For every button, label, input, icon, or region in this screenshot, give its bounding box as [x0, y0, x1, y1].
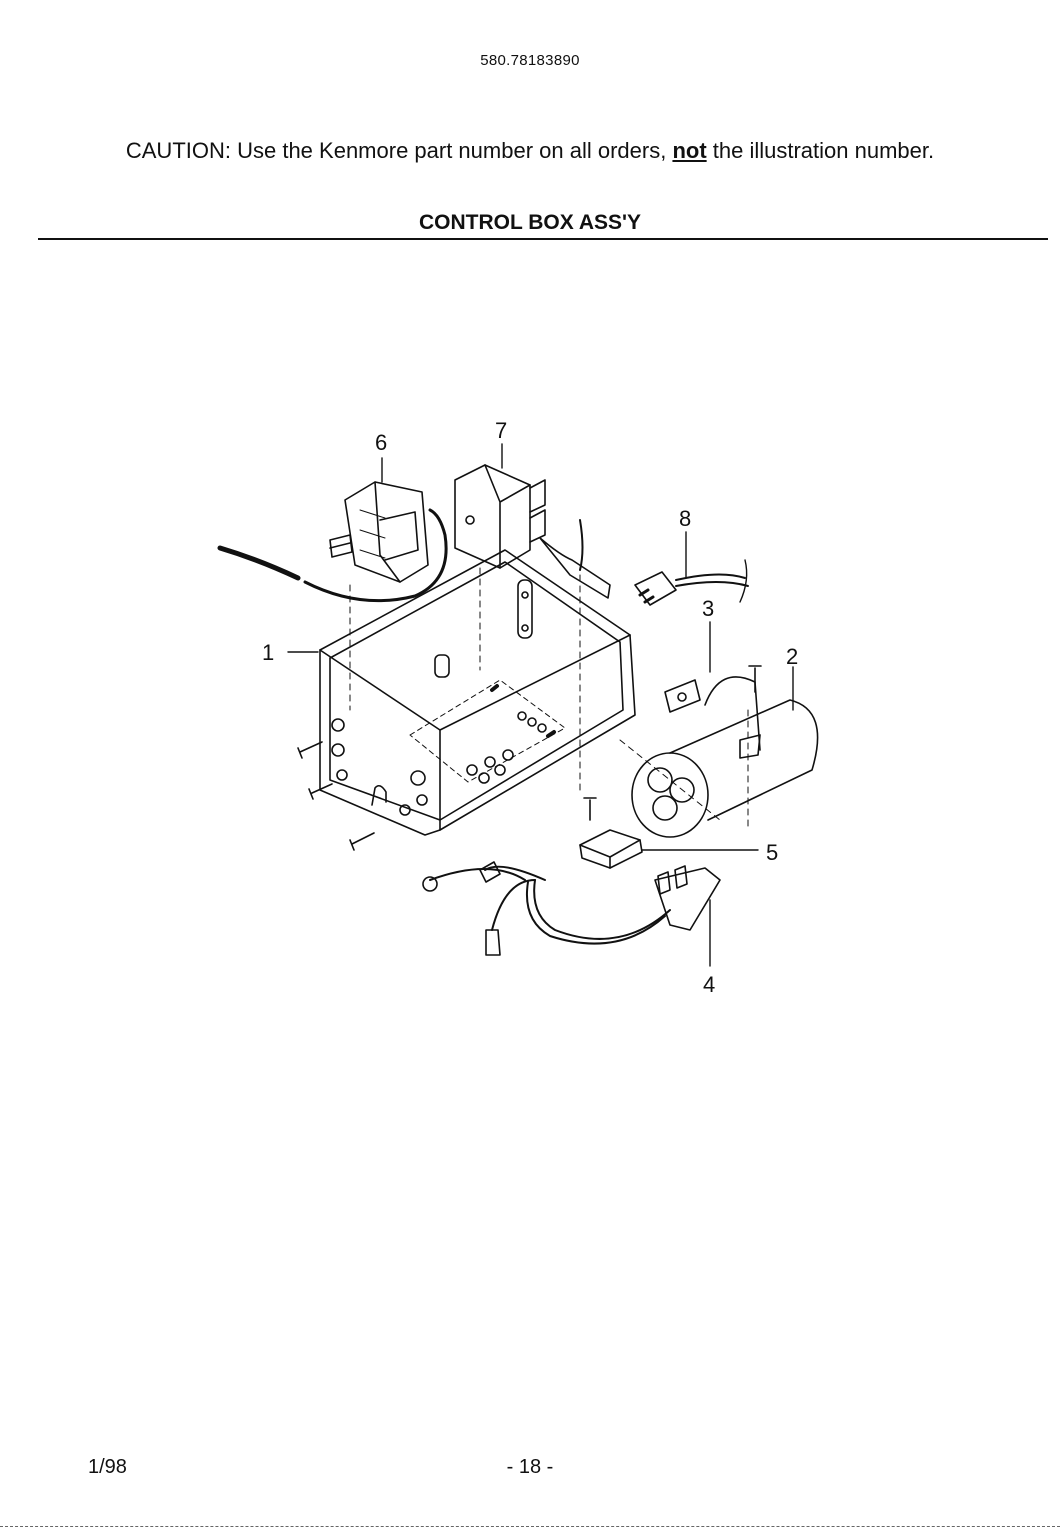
wire-connector: [540, 520, 748, 790]
caution-suffix: the illustration number.: [707, 138, 934, 163]
mounting-screws: [298, 666, 761, 850]
capacitor: [620, 677, 818, 837]
caution-prefix: CAUTION: Use the Kenmore part number on …: [126, 138, 673, 163]
leader-lines: [288, 444, 793, 966]
callout-8: 8: [679, 506, 691, 531]
section-title: CONTROL BOX ASS'Y: [0, 211, 1060, 235]
caution-emphasis: not: [672, 138, 706, 163]
capacitor-clip: [580, 830, 642, 868]
callout-6: 6: [375, 430, 387, 455]
thermostat: [220, 482, 446, 710]
exploded-parts-diagram: 1 2 3 4 5 6 7 8: [200, 410, 860, 1010]
bottom-divider: [0, 1526, 1060, 1528]
callout-7: 7: [495, 418, 507, 443]
title-divider: [38, 238, 1048, 240]
callout-2: 2: [786, 644, 798, 669]
control-box-tray: [320, 550, 635, 835]
model-number: 580.78183890: [0, 52, 1060, 69]
page-number: - 18 -: [0, 1456, 1060, 1479]
callout-3: 3: [702, 596, 714, 621]
power-cord: [423, 862, 720, 955]
callout-4: 4: [703, 972, 715, 997]
callout-1: 1: [262, 640, 274, 665]
caution-notice: CAUTION: Use the Kenmore part number on …: [0, 138, 1060, 164]
callout-5: 5: [766, 840, 778, 865]
control-box-illustration: 1 2 3 4 5 6 7 8: [200, 410, 860, 1010]
